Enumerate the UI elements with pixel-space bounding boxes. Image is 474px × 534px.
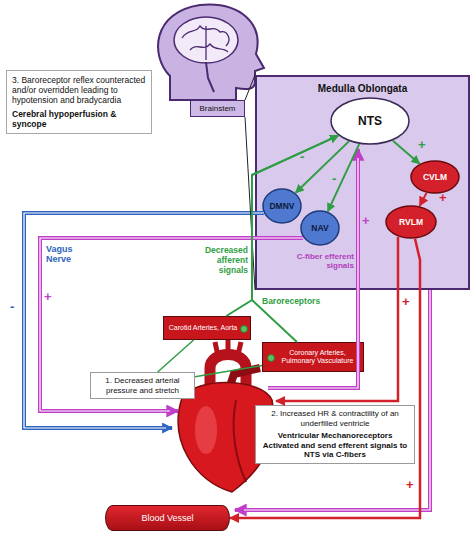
c-fiber-vessel-line [235, 290, 430, 510]
aortic-arch [210, 355, 246, 393]
sign-minus: - [332, 172, 336, 185]
step-box: 2. Increased HR & contractility of an un… [255, 405, 415, 464]
receptor-label: Baroreceptors [262, 297, 320, 307]
brain-folds [182, 26, 229, 60]
artery-box: Carotid Arteries, Aorta [163, 316, 251, 340]
sympathetic-heart-line [276, 237, 398, 401]
region-title: Medulla Oblongata [257, 83, 468, 94]
artery-box: Coronary Arteries, Pulmonary Vasculature [262, 342, 364, 372]
brainstem-box: Brainstem [190, 100, 245, 117]
heart-groove [234, 400, 246, 482]
brainstem-stalk [206, 62, 214, 92]
step-box: 1. Decreased arterial pressure and stret… [90, 372, 195, 399]
medulla-region: Medulla OblongataNTS DMNV NAV CVLM RVLM [255, 75, 470, 290]
ellipse-shape [263, 189, 301, 223]
efferent-line [40, 238, 303, 411]
node-text: Brainstem [199, 104, 235, 113]
efferent-line-core [40, 238, 303, 411]
nucleus-circle: DMNV [262, 188, 302, 224]
baroreceptor-dot [240, 325, 248, 333]
head-silhouette [158, 5, 264, 100]
vagus-line-core [24, 213, 264, 428]
signal-label: Decreased afferent signals [192, 246, 248, 275]
arch-branches [215, 338, 241, 356]
nucleus-circle: NAV [300, 210, 340, 246]
ellipse-shape [411, 161, 459, 193]
note-box: 3. Baroreceptor reflex counteracted and/… [6, 70, 152, 134]
sign-minus: - [10, 300, 14, 313]
sign-plus: + [418, 138, 426, 151]
sign-plus: + [406, 478, 414, 491]
c-fiber-vessel-core [244, 290, 430, 510]
afferent-arrow [252, 136, 338, 342]
step-heading: Ventricular Mechanoreceptors Activated a… [260, 431, 410, 460]
nerve-label: Vagus Nerve [46, 244, 96, 265]
ellipse-shape [331, 98, 409, 144]
baroreceptor-dot [267, 354, 275, 362]
leader-line [195, 366, 262, 377]
signal-arrow [328, 144, 359, 211]
c-fiber-line [268, 149, 358, 388]
sign-plus: + [362, 214, 370, 227]
nucleus-ellipse: RVLM [385, 205, 437, 239]
nucleus-ellipse: CVLM [410, 160, 460, 194]
node-text: Coronary Arteries, Pulmonary Vasculature [276, 349, 359, 365]
signal-arrow [393, 141, 420, 164]
signal-arrow [420, 193, 427, 206]
c-fiber-line-core [268, 158, 358, 388]
node-text: CVLM [423, 172, 447, 182]
node-text: RVLM [399, 217, 423, 227]
sign-plus: + [44, 290, 52, 303]
node-text: Carotid Arteries, Aorta [169, 324, 237, 332]
node-text: DMNV [269, 201, 294, 211]
afferent-arrow [226, 136, 338, 316]
sympathetic-arrow [230, 239, 420, 518]
head-icon [158, 5, 264, 100]
sign-plus: + [439, 191, 447, 204]
note-heading: Cerebral hypoperfusion & syncope [12, 109, 146, 129]
ellipse-shape [386, 206, 436, 238]
heart-highlight [195, 406, 217, 454]
note-text: 3. Baroreceptor reflex counteracted and/… [12, 75, 146, 106]
node-text: 1. Decreased arterial pressure and stret… [95, 376, 190, 395]
node-text: NAV [311, 223, 328, 233]
sign-minus: - [300, 150, 304, 163]
node-text: Blood Vessel [141, 513, 193, 523]
brain-outline [174, 17, 238, 63]
vagus-nerve-line [24, 213, 264, 428]
pulmonary-trunk [228, 368, 260, 392]
signal-label: C-fiber efferent signals [296, 252, 354, 270]
step-text: 2. Increased HR & contractility of an un… [260, 409, 410, 428]
sign-plus: + [402, 295, 410, 308]
leader-line [158, 340, 194, 372]
signal-arrow [296, 141, 349, 192]
blood-vessel: Blood Vessel [105, 505, 230, 531]
node-text: NTS [358, 114, 382, 128]
nucleus-ellipse: NTS [330, 97, 410, 145]
ellipse-shape [301, 211, 339, 245]
